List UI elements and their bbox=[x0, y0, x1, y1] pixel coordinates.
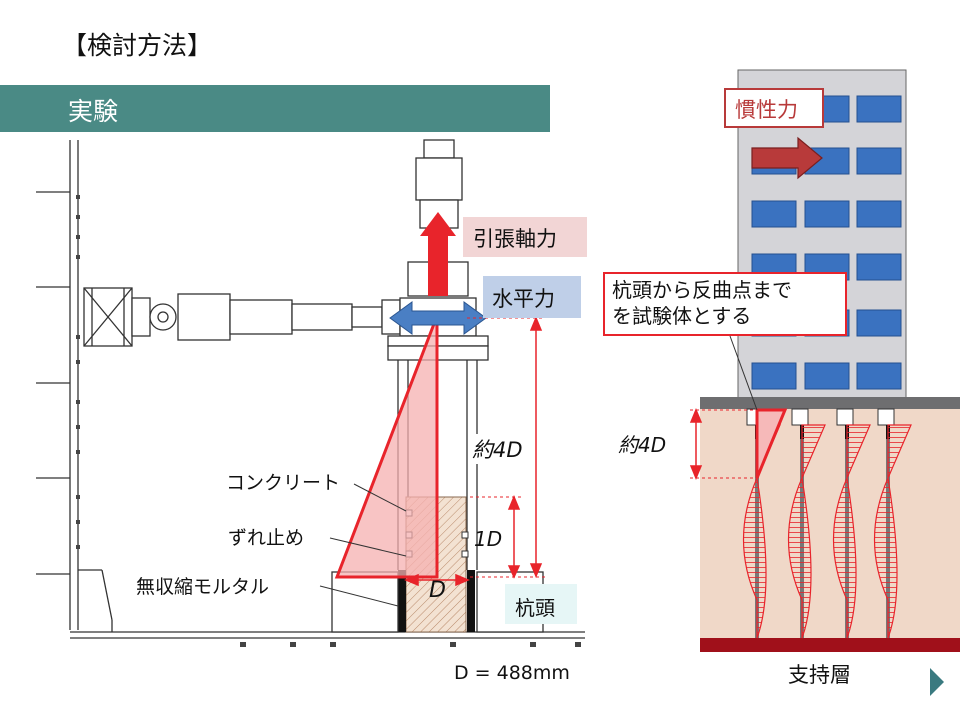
steel-pipe-left bbox=[398, 570, 406, 632]
test-region-triangle bbox=[755, 408, 788, 479]
callout-line1: 杭頭から反曲点まで bbox=[612, 278, 792, 302]
leader-lines bbox=[319, 483, 407, 607]
diameter-label: D bbox=[429, 578, 446, 603]
steel-pipe-right bbox=[467, 570, 475, 632]
dimension-4d-right bbox=[689, 408, 757, 480]
bearing-layer bbox=[700, 638, 960, 652]
section-label: 実験 bbox=[68, 97, 119, 126]
grout-label: 無収縮モルタル bbox=[136, 576, 270, 598]
reaction-frame bbox=[36, 140, 585, 639]
dimension-4d bbox=[467, 316, 545, 578]
tensile-force-label-bg bbox=[463, 217, 587, 257]
length-4d-label: 約4D bbox=[472, 434, 523, 464]
horizontal-force-label-bg bbox=[483, 276, 581, 318]
page-title: 【検討方法】 bbox=[62, 31, 213, 60]
length-1d-label: 1D bbox=[474, 527, 503, 551]
dimension-d bbox=[404, 573, 470, 587]
inertia-arrow bbox=[751, 136, 823, 180]
inertia-force-label: 慣性力 bbox=[735, 98, 798, 122]
horizontal-actuator bbox=[83, 287, 401, 347]
dimension-note: D = 488mm bbox=[454, 662, 570, 684]
inertia-force-box bbox=[724, 88, 824, 128]
length-4d-right-label: 約4D bbox=[618, 433, 667, 457]
next-slide-icon[interactable] bbox=[930, 668, 944, 696]
shear-stopper-label: ずれ止め bbox=[228, 527, 305, 549]
pile-head-label-bg bbox=[505, 584, 577, 624]
foundation-slab bbox=[700, 397, 960, 409]
callout-line2: を試験体とする bbox=[612, 304, 752, 328]
section-bar bbox=[0, 85, 550, 132]
soil bbox=[700, 409, 960, 639]
moment-triangle bbox=[334, 315, 439, 579]
pile-head-label: 杭頭 bbox=[515, 596, 555, 620]
tensile-force-label: 引張軸力 bbox=[473, 227, 557, 251]
tensile-force-arrow bbox=[420, 212, 456, 296]
moment-diagrams bbox=[742, 424, 912, 639]
frame-bolts bbox=[76, 195, 581, 647]
bearing-layer-label: 支持層 bbox=[788, 663, 851, 687]
test-region-callout bbox=[603, 272, 847, 336]
horizontal-force-label: 水平力 bbox=[492, 287, 555, 311]
dimension-1d bbox=[470, 495, 522, 579]
concrete-label: コンクリート bbox=[226, 472, 341, 494]
callout-leader bbox=[729, 335, 758, 411]
